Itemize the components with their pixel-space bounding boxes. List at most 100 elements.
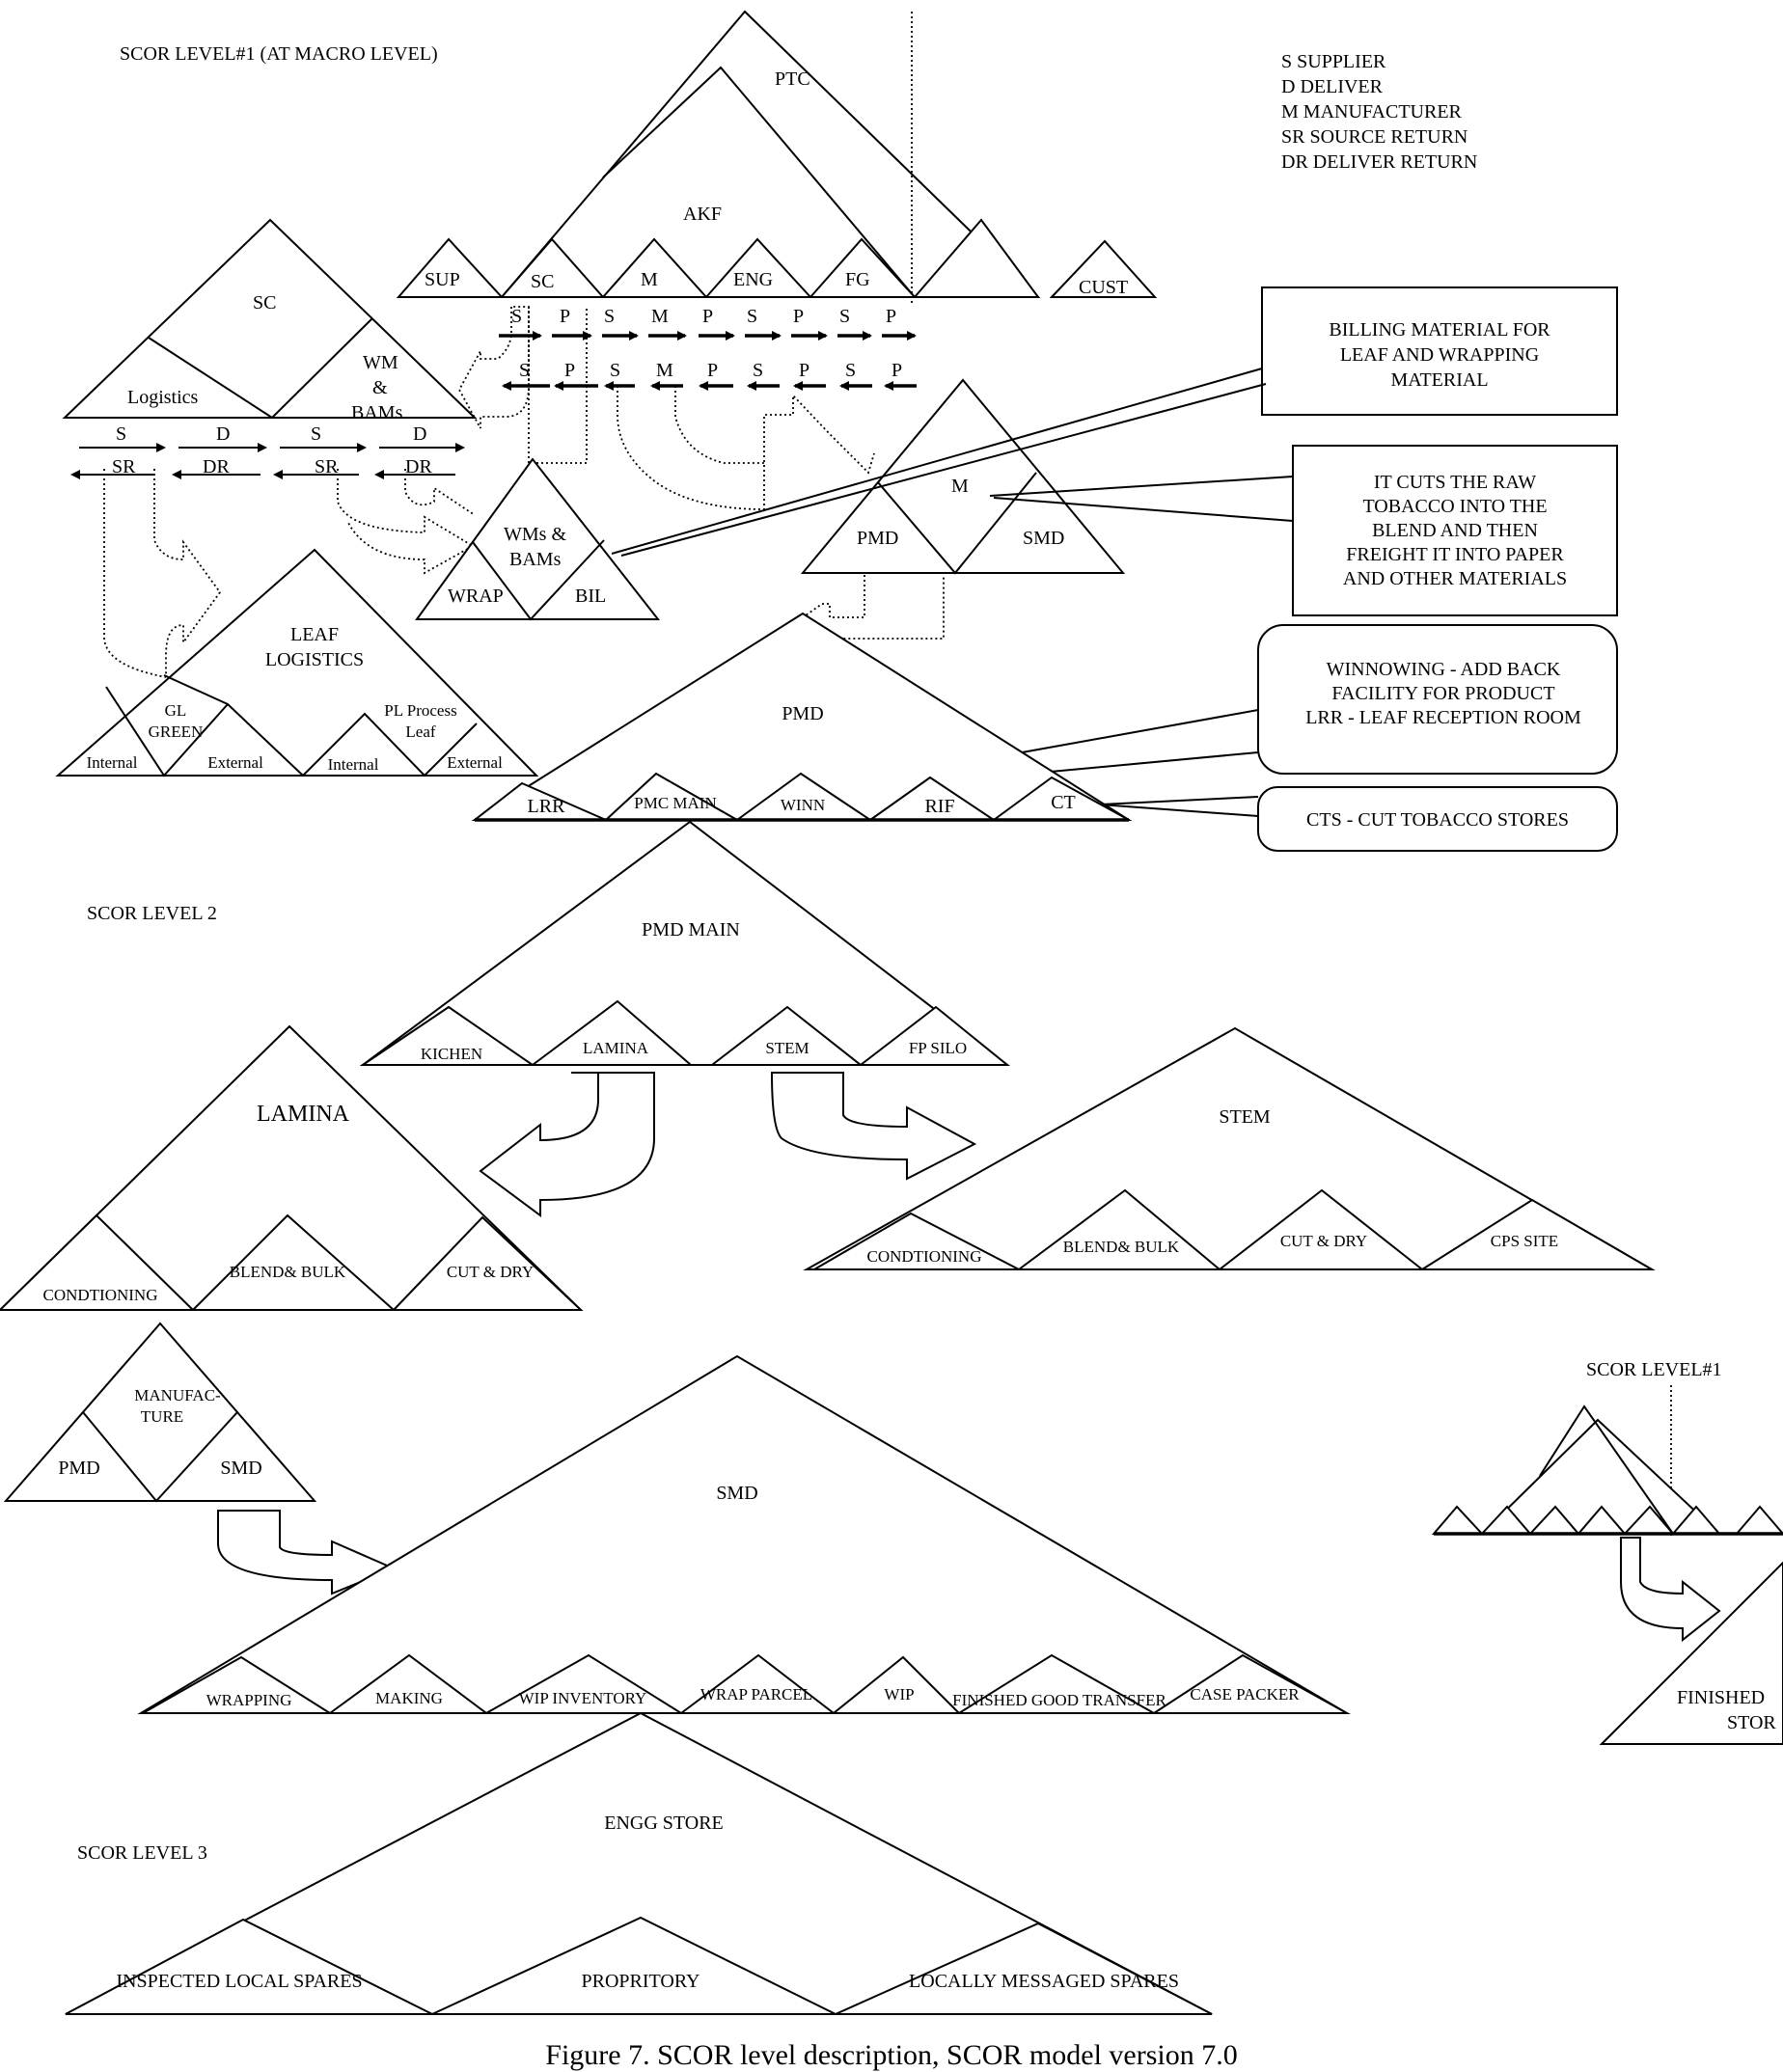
- flow-letter: SR: [315, 456, 339, 477]
- smd-cell: [678, 1653, 837, 1714]
- stem-title: STEM: [1219, 1106, 1271, 1128]
- pmd-main-cell: [709, 1005, 864, 1066]
- lamina-cell-label: CONDTIONING: [43, 1286, 158, 1304]
- flow-letter: P: [886, 306, 896, 327]
- flow-letter: P: [793, 306, 804, 327]
- ptc-cell-label: FG: [845, 269, 870, 290]
- ptc-cell-label: ENG: [733, 269, 773, 290]
- engg-cell-label: INSPECTED LOCAL SPARES: [116, 1971, 362, 1992]
- ptc-cell-sc: [499, 237, 606, 298]
- finished-label: STOR: [1727, 1712, 1776, 1733]
- flow-letter: S: [610, 360, 620, 381]
- note-billing: BILLING MATERIAL FOR LEAF AND WRAPPING M…: [1261, 286, 1618, 416]
- ptc-flow-bottom: S P S M P S P S P: [502, 360, 917, 391]
- legend-item: M MANUFACTURER: [1281, 101, 1463, 123]
- small-scor-level1: SCOR LEVEL#1 FINISHED STOR: [1431, 1359, 1783, 1745]
- curved-arrows-level2: [479, 1072, 977, 1217]
- stem-cell-label: BLEND& BULK: [1063, 1238, 1180, 1256]
- legend: S SUPPLIER D DELIVER M MANUFACTURER SR S…: [1281, 51, 1477, 173]
- note-cts: CTS - CUT TOBACCO STORES: [1257, 786, 1618, 852]
- smd-cell-label: CASE PACKER: [1190, 1685, 1300, 1704]
- flow-letter: D: [216, 423, 230, 445]
- pmd-cell-label: PMC MAIN: [634, 794, 717, 812]
- leaf-pl-label: PL Process: [384, 701, 456, 720]
- note-winnowing: WINNOWING - ADD BACK FACILITY FOR PRODUC…: [1257, 624, 1618, 775]
- smd-cell: [1150, 1653, 1351, 1714]
- leaf-logistics-triangle: LEAF LOGISTICS GL GREEN PL Process Leaf …: [55, 548, 539, 777]
- leaf-outer: [55, 548, 539, 777]
- stem-cell: [1015, 1188, 1222, 1270]
- stem-cell: [810, 1212, 1020, 1270]
- flow-letter: P: [702, 306, 713, 327]
- sc-inner: [148, 317, 373, 420]
- engg-cell-label: PROPRITORY: [581, 1971, 699, 1992]
- sc-triangle: SC Logistics WM & BAMs: [62, 218, 478, 423]
- pmd-main-triangle: PMD MAIN KICHEN LAMINA STEM FP SILO: [359, 820, 1010, 1066]
- m-triangle: M PMD SMD: [800, 378, 1126, 575]
- akf-label: AKF: [683, 204, 722, 225]
- flow-letter: S: [311, 423, 321, 445]
- leaf-gl-label: GL: [165, 701, 187, 720]
- bil-label: BIL: [575, 586, 606, 607]
- leaf-cell-label: External: [207, 753, 263, 772]
- pmd-main-title: PMD MAIN: [642, 919, 740, 941]
- smd-cell: [139, 1655, 334, 1714]
- level3-title: SCOR LEVEL 3: [77, 1842, 207, 1864]
- pmd-cell-label: CT: [1051, 792, 1076, 813]
- pmd-main-cell: [359, 1005, 536, 1066]
- smd-cell-label: MAKING: [375, 1689, 443, 1707]
- leaf-gl-label: GREEN: [149, 722, 204, 741]
- pmd-cell-label: RIF: [924, 796, 954, 817]
- lamina-cell: [190, 1213, 397, 1311]
- lamina-triangle: LAMINA CONDTIONING BLEND& BULK CUT & DRY: [0, 1024, 584, 1311]
- m-label: M: [951, 476, 969, 497]
- pmd-cell-label: LRR: [528, 796, 566, 817]
- wrap-label: WRAP: [448, 586, 504, 607]
- flow-letter: S: [747, 306, 757, 327]
- flow-letter: S: [845, 360, 856, 381]
- smd-cell-label: WRAP PARCEL: [700, 1685, 812, 1704]
- leaf-inner: [105, 686, 478, 777]
- pmd-main-cell-label: STEM: [765, 1039, 809, 1057]
- wms-triangle: WMs & BAMs WRAP BIL: [415, 457, 661, 621]
- flow-letter: P: [564, 360, 575, 381]
- flow-letter: M: [656, 360, 673, 381]
- smd-cell: [955, 1653, 1158, 1714]
- smd-label: SMD: [1023, 528, 1064, 549]
- lamina-cell: [0, 1213, 196, 1311]
- note-cuts: IT CUTS THE RAW TOBACCO INTO THE BLEND A…: [1292, 445, 1618, 616]
- flow-letter: DR: [203, 456, 230, 477]
- wm-label: WM: [363, 352, 398, 373]
- ptc-label: PTC: [775, 68, 810, 90]
- leaf-title: LEAF: [290, 624, 339, 645]
- legend-item: S SUPPLIER: [1281, 51, 1386, 72]
- legend-item: SR SOURCE RETURN: [1281, 126, 1468, 148]
- leaf-cell-label: Internal: [87, 753, 138, 772]
- note-line: BLEND AND THEN: [1372, 520, 1538, 541]
- pmd-title: PMD: [782, 703, 823, 724]
- ptc-cell-eng: [703, 237, 813, 298]
- flow-letter: S: [604, 306, 615, 327]
- smd-cell-label: WRAPPING: [206, 1691, 292, 1709]
- ptc-flow-top: S P S M P S P S P: [499, 306, 917, 341]
- sup-triangle: [396, 237, 505, 298]
- smd-cell: [326, 1653, 489, 1714]
- flow-letter: P: [892, 360, 902, 381]
- manufacture-pmd-label: PMD: [58, 1458, 99, 1479]
- pmd-cell-label: WINN: [781, 796, 825, 814]
- legend-item: DR DELIVER RETURN: [1281, 151, 1477, 173]
- smd-cell-label: WIP: [884, 1685, 914, 1704]
- leaf-pl-label: Leaf: [405, 722, 435, 741]
- stem-triangle: STEM CONDTIONING BLEND& BULK CUT & DRY C…: [803, 1026, 1656, 1270]
- note-line: MATERIAL: [1390, 369, 1488, 391]
- note-line: IT CUTS THE RAW: [1374, 472, 1536, 493]
- flow-letter: D: [413, 423, 426, 445]
- wms-outer: [415, 457, 661, 620]
- curved-arrow-manufacture: [217, 1510, 397, 1595]
- manufacture-inner: [82, 1411, 238, 1503]
- smd-cell: [831, 1655, 962, 1714]
- flow-letter: P: [560, 306, 570, 327]
- flow-letter: DR: [405, 456, 432, 477]
- flow-letter: S: [511, 306, 522, 327]
